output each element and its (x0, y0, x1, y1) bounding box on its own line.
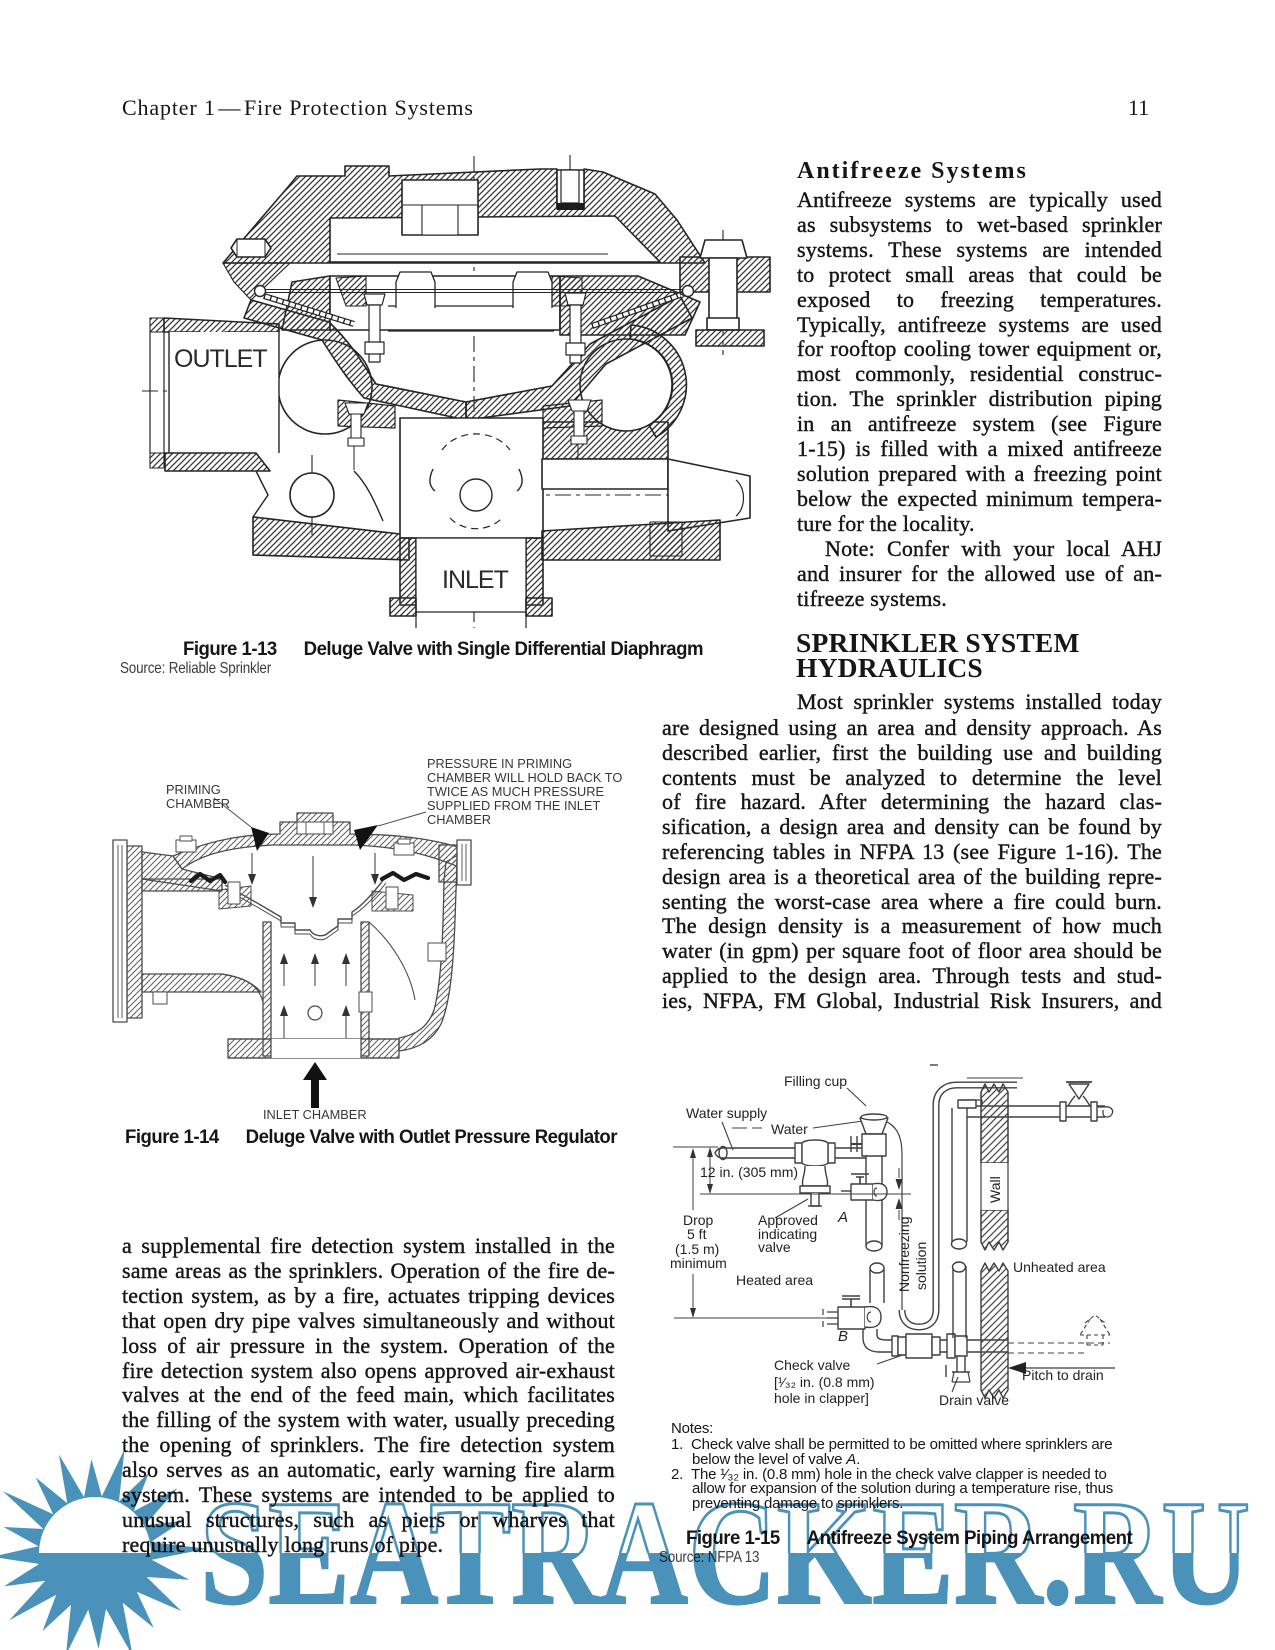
svg-text:INLET CHAMBER: INLET CHAMBER (263, 1107, 367, 1122)
svg-text:12 in. (305 mm): 12 in. (305 mm) (700, 1164, 798, 1180)
svg-text:Drop: Drop (683, 1212, 714, 1228)
svg-text:Unheated area: Unheated area (1013, 1259, 1106, 1275)
svg-text:SEATRACKER.RU: SEATRACKER.RU (200, 1470, 1250, 1636)
svg-text:SEATRACKER.RU: SEATRACKER.RU (200, 1470, 1250, 1636)
svg-text:hole in clapper]: hole in clapper] (774, 1390, 869, 1406)
svg-text:PRESSURE IN PRIMING: PRESSURE IN PRIMING (427, 756, 572, 771)
svg-text:Water: Water (771, 1121, 808, 1137)
svg-text:Nonfreezing: Nonfreezing (896, 1217, 912, 1293)
svg-text:PRIMING: PRIMING (166, 782, 221, 797)
svg-text:Pitch to drain: Pitch to drain (1022, 1367, 1104, 1383)
svg-text:CHAMBER: CHAMBER (427, 812, 491, 827)
svg-text:CHAMBER: CHAMBER (166, 796, 230, 811)
svg-text:TWICE AS MUCH PRESSURE: TWICE AS MUCH PRESSURE (427, 784, 604, 799)
svg-text:minimum: minimum (670, 1255, 727, 1271)
svg-text:Approved: Approved (758, 1212, 818, 1228)
svg-text:A: A (837, 1209, 848, 1226)
svg-text:Heated area: Heated area (736, 1272, 813, 1288)
svg-text:valve: valve (758, 1239, 791, 1255)
svg-text:SUPPLIED FROM THE INLET: SUPPLIED FROM THE INLET (427, 798, 600, 813)
svg-text:Water supply: Water supply (686, 1105, 767, 1121)
svg-text:indicating: indicating (758, 1226, 817, 1242)
svg-text:OUTLET: OUTLET (174, 345, 267, 373)
svg-text:CHAMBER WILL HOLD BACK TO: CHAMBER WILL HOLD BACK TO (427, 770, 622, 785)
svg-text:B: B (838, 1328, 848, 1345)
svg-text:Drain valve: Drain valve (939, 1392, 1009, 1408)
svg-text:solution: solution (913, 1242, 929, 1290)
svg-text:Filling cup: Filling cup (784, 1073, 847, 1089)
svg-text:Wall: Wall (987, 1176, 1003, 1203)
svg-text:5 ft: 5 ft (687, 1226, 707, 1242)
svg-text:INLET: INLET (442, 566, 509, 594)
svg-text:(1.5 m): (1.5 m) (675, 1241, 719, 1257)
svg-text:Check valve: Check valve (774, 1357, 850, 1373)
svg-text:[¹⁄₃₂ in. (0.8 mm): [¹⁄₃₂ in. (0.8 mm) (774, 1374, 875, 1390)
